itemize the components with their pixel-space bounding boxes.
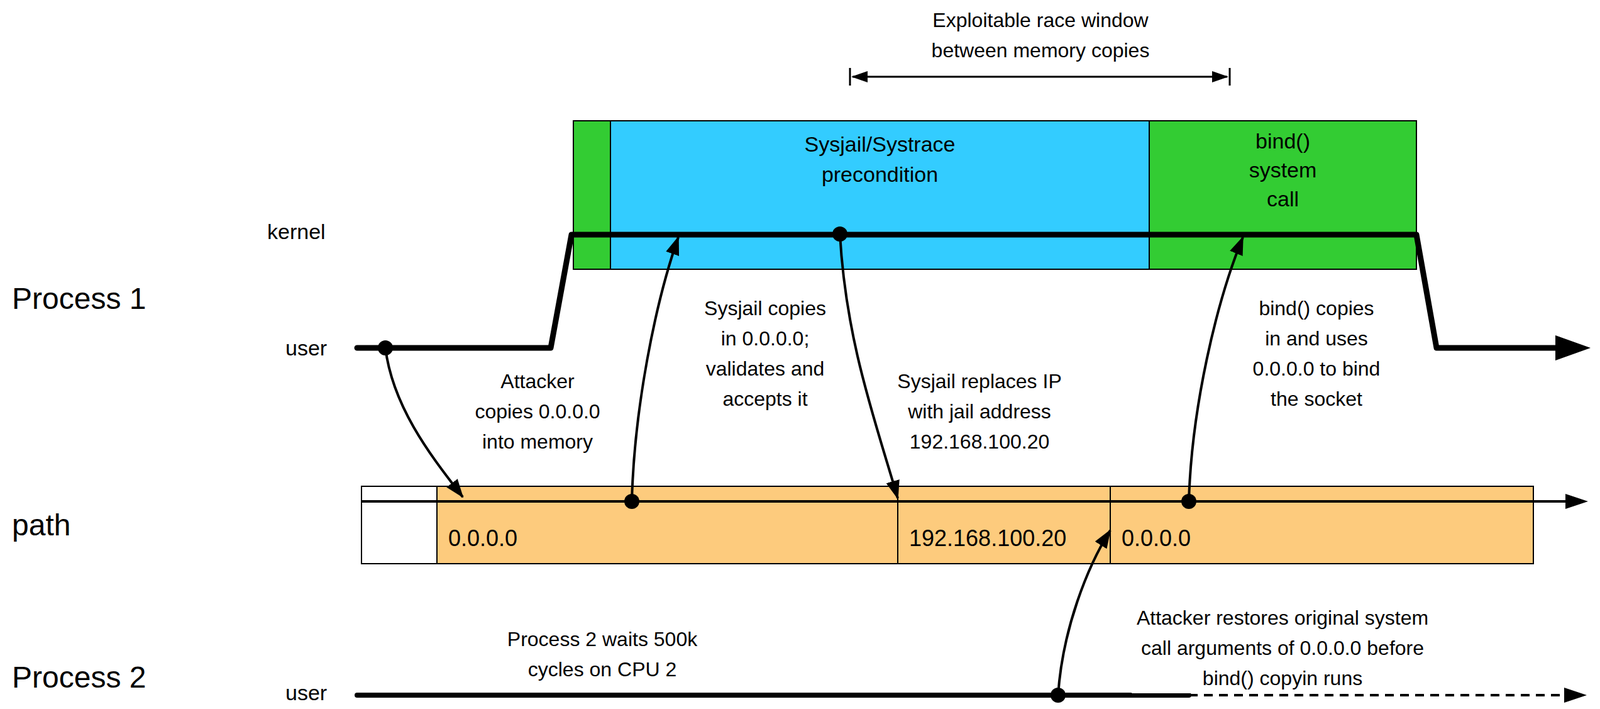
bracket-tick	[849, 67, 852, 86]
level-label: user	[285, 334, 327, 361]
memory-value-cell: 0.0.0.0	[1110, 485, 1534, 564]
process-label: Process 2	[11, 658, 146, 696]
copy-arrow	[1188, 237, 1243, 502]
process2-timeline-dashed	[1188, 693, 1566, 696]
precondition-box: Sysjail/Systrace precondition	[610, 120, 1150, 270]
copy-arrow	[839, 233, 898, 498]
node-fill	[1110, 485, 1534, 564]
node-text: Sysjail/Systrace precondition	[792, 129, 969, 190]
memory-value-cell: 192.168.100.20	[897, 485, 1111, 564]
path-empty-cell	[361, 485, 437, 564]
timeline-arrow-head	[1555, 335, 1591, 361]
row-label: path	[11, 506, 71, 544]
node-text: 0.0.0.0	[448, 524, 518, 551]
race-window-note: Exploitable race window between memory c…	[919, 5, 1162, 66]
race-window-bracket	[852, 76, 1228, 78]
timeline-arrow-head	[1565, 493, 1589, 509]
node-fill	[610, 120, 1150, 270]
node-text: 0.0.0.0	[1121, 524, 1191, 551]
memory-value-cell: 0.0.0.0	[436, 485, 898, 564]
level-label: kernel	[267, 218, 326, 245]
node-fill	[1149, 120, 1417, 270]
step-note: Process 2 waits 500k cycles on CPU 2	[501, 623, 703, 685]
syscall-box: bind() system call	[1149, 120, 1417, 270]
node-text: bind() system call	[1242, 126, 1325, 214]
edge-label: Sysjail replaces IP with jail address 19…	[892, 365, 1067, 457]
node-fill	[436, 485, 898, 564]
connectors	[624, 226, 1243, 509]
event-dot	[1181, 493, 1197, 509]
timeline-arrow-head	[1564, 687, 1587, 703]
node-fills	[436, 120, 1534, 564]
edge-label: Sysjail copies in 0.0.0.0; validates and…	[698, 292, 832, 414]
step-note: Attacker restores original system call a…	[1131, 602, 1434, 693]
level-label: user	[285, 679, 327, 705]
event-dot	[832, 226, 848, 242]
process-label: Process 1	[11, 280, 146, 317]
step-note: Attacker copies 0.0.0.0 into memory	[472, 365, 604, 457]
edge-label: bind() copies in and uses 0.0.0.0 to bin…	[1250, 292, 1383, 414]
path-timeline	[361, 499, 1567, 503]
bracket-tick	[1229, 67, 1231, 86]
attacker-restore-arrow	[1058, 529, 1111, 695]
copy-arrow	[631, 237, 679, 502]
attacker-copy-arrow	[385, 347, 463, 497]
node-text: 192.168.100.20	[909, 524, 1067, 551]
event-dot	[624, 493, 640, 509]
node-fill	[897, 485, 1111, 564]
kernel-entry-stub	[573, 120, 611, 270]
process1-timeline	[357, 234, 1560, 348]
